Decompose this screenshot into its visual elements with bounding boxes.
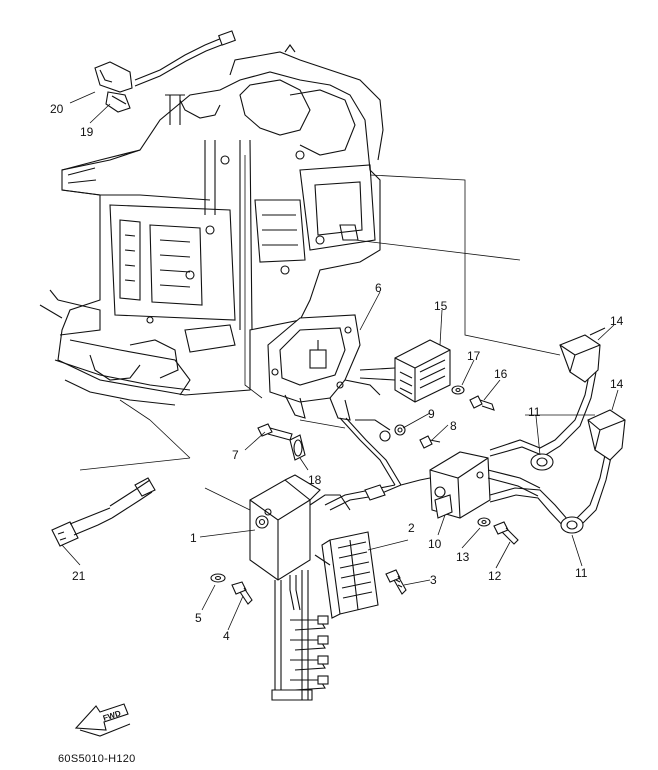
callout-10: 10 [428,537,442,551]
washer-bolt-16-17 [451,385,495,411]
callout-9: 9 [428,407,435,421]
plug-cords-11-14 [489,327,626,534]
leader-lines [79,174,595,511]
callout-3: 3 [430,573,437,587]
callout-20: 20 [50,102,64,116]
callout-7: 7 [232,448,239,462]
callout-19: 19 [80,125,94,139]
callout-8: 8 [450,419,457,433]
screw-3 [385,569,407,595]
callout-numbers: 20 19 6 15 17 16 14 14 11 9 8 7 18 1 2 3… [50,102,624,643]
callout-16: 16 [494,367,508,381]
callout-15: 15 [434,299,448,313]
callout-11a: 11 [528,405,541,419]
engine-block [39,44,384,459]
fwd-arrow-icon: FWD [74,703,131,737]
callout-4: 4 [223,629,230,643]
washer-bolt-4-5 [210,573,253,605]
ignition-coil-10 [429,451,541,519]
callout-12: 12 [488,569,502,583]
cdi-unit-1 [249,474,351,701]
callout-11b: 11 [575,566,588,580]
sensor-21 [51,477,156,547]
terminal-block-2 [321,531,379,619]
callout-2: 2 [408,521,415,535]
sensor-assembly-19-20 [94,30,236,113]
diagram-code: 60S5010-H120 [58,753,136,765]
callout-5: 5 [195,611,202,625]
washer-bolt-12-13 [477,517,519,545]
callout-14b: 14 [610,377,624,391]
callout-6: 6 [375,281,382,295]
rectifier-15 [359,339,451,403]
callout-14a: 14 [610,314,624,328]
callout-21: 21 [72,569,86,583]
bracket-plate-6 [267,314,381,421]
callout-13: 13 [456,550,470,564]
bolt-grommet-7-18 [257,419,346,461]
callout-1: 1 [190,531,197,545]
callout-17: 17 [467,349,481,363]
callout-18: 18 [308,473,322,487]
callout-leaders [61,91,619,631]
wire-harness [324,417,431,511]
washer-bolt-8-9 [355,419,441,449]
